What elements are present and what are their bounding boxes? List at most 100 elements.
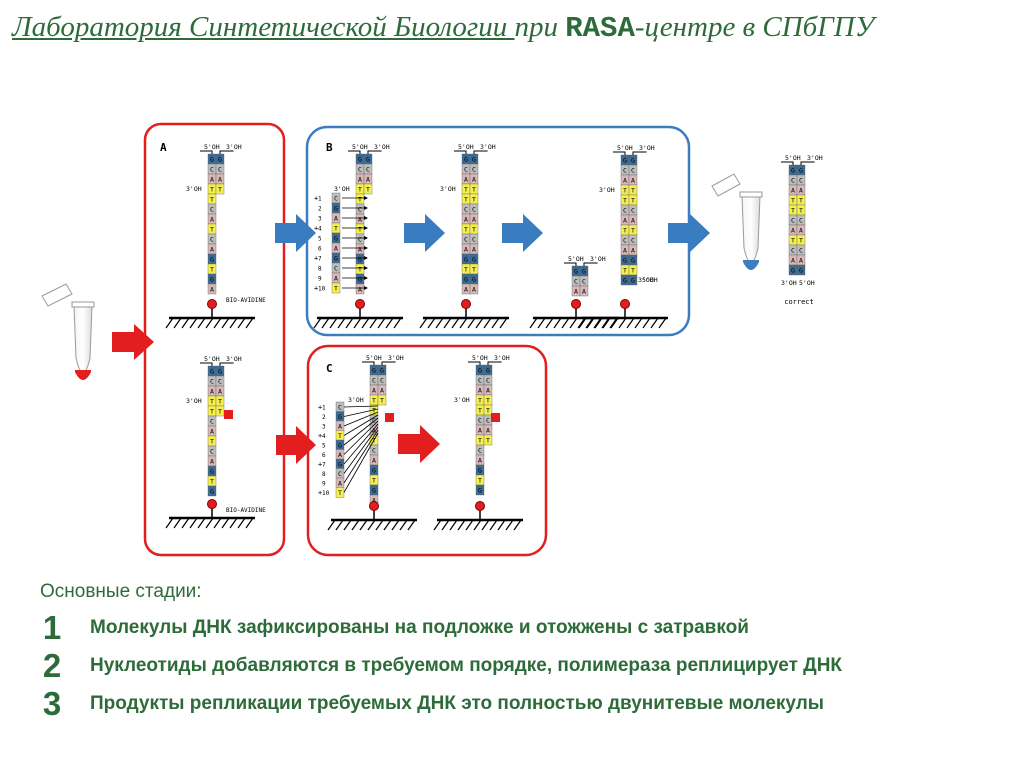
nucleotide-letter: A	[478, 387, 482, 395]
nucleotide-letter: C	[338, 470, 342, 478]
end-5-label: 5'OH	[568, 255, 584, 263]
end-bracket	[800, 161, 815, 165]
primer-end-label: 3'OH	[440, 185, 456, 193]
plus-icon: +	[318, 432, 322, 440]
hatch-line	[601, 317, 610, 329]
nucleotide-letter: T	[478, 407, 482, 415]
nucleotide-letter: T	[380, 397, 384, 405]
hatch-line	[569, 317, 578, 329]
surface-anchor	[578, 299, 668, 329]
nucleotide-letter: A	[791, 257, 795, 265]
hatch-line	[213, 517, 222, 529]
nucleotide	[628, 274, 638, 286]
end-bracket	[487, 361, 502, 365]
nucleotide-letter: T	[218, 186, 222, 194]
anchor-label: BIO-AVIDINE	[226, 507, 266, 514]
end-3-label: 3'OH	[639, 144, 655, 152]
nucleotide-letter: A	[464, 246, 468, 254]
hatch-line	[313, 317, 322, 329]
hatch-line	[391, 519, 400, 531]
primer-number: 7	[322, 462, 326, 469]
nucleotide-letter: A	[799, 257, 803, 265]
nucleotide-letter: T	[623, 187, 627, 195]
nucleotide-letter: G	[218, 368, 222, 376]
nucleotide-letter: G	[464, 256, 468, 264]
hatch-line	[165, 517, 174, 529]
hatch-line	[221, 517, 230, 529]
hatch-line	[321, 317, 330, 329]
nucleotide-letter: T	[358, 196, 362, 204]
nucleotide-letter: T	[218, 398, 222, 406]
nucleotide-letter: T	[631, 267, 635, 275]
nucleotide-letter: C	[486, 377, 490, 385]
nucleotide-letter: T	[218, 408, 222, 416]
nucleotide-letter: A	[210, 388, 214, 396]
nucleotide-letter: T	[472, 196, 476, 204]
arrowhead-icon	[364, 206, 368, 210]
hatch-line	[593, 317, 602, 329]
title-lab-name: Лаборатория Синтетической Биологии	[12, 11, 515, 43]
nucleotide-letter: C	[478, 377, 482, 385]
end-bracket	[583, 262, 598, 266]
nucleotide-letter: C	[631, 237, 635, 245]
nucleotide-letter: T	[631, 227, 635, 235]
nucleotide-letter: G	[623, 277, 627, 285]
nucleotide-letter: C	[791, 177, 795, 185]
bead-icon	[475, 501, 485, 511]
hatch-line	[399, 519, 408, 531]
hatch-line	[221, 317, 230, 329]
mismatch-mark	[224, 410, 233, 419]
primer-end-label: 3'OH	[186, 397, 202, 405]
hatch-line	[443, 317, 452, 329]
stage-number: 1	[42, 609, 62, 646]
panel-b-label: B	[326, 141, 333, 154]
hatch-line	[245, 517, 254, 529]
nucleotide-letter: T	[464, 196, 468, 204]
nucleotide-letter: C	[631, 167, 635, 175]
hatch-line	[427, 317, 436, 329]
nucleotide-letter: G	[358, 156, 362, 164]
nucleotide-letter: G	[464, 156, 468, 164]
primer-number: 8	[322, 471, 326, 478]
nucleotide-letter: A	[623, 247, 627, 255]
bead-icon	[369, 501, 379, 511]
end-3-label: 3'OH	[226, 143, 242, 151]
hatch-line	[173, 517, 182, 529]
nucleotide-letter: C	[582, 278, 586, 286]
hatch-line	[449, 519, 458, 531]
arrow-c-step	[398, 425, 440, 463]
end-5-label: 5'OH	[472, 354, 488, 362]
nucleotide-letter: G	[631, 277, 635, 285]
nucleotide-letter: T	[623, 197, 627, 205]
hatch-line	[205, 517, 214, 529]
nucleotide-letter: C	[799, 247, 803, 255]
nucleotide-letter: C	[472, 236, 476, 244]
mismatch-mark	[385, 413, 394, 422]
arrowhead-icon	[364, 256, 368, 260]
nucleotide-letter: C	[799, 217, 803, 225]
nucleotide-letter: C	[464, 236, 468, 244]
nucleotide-letter: T	[338, 489, 342, 497]
nucleotide-letter: T	[478, 397, 482, 405]
primer-number: 8	[318, 266, 322, 273]
hatch-line	[229, 317, 238, 329]
nucleotide-letter: C	[334, 195, 338, 203]
nucleotide-letter: A	[582, 288, 586, 296]
hatch-line	[609, 317, 618, 329]
nucleotide-letter: A	[623, 217, 627, 225]
nucleotide-letter: C	[210, 448, 214, 456]
nucleotide-letter: A	[334, 245, 338, 253]
nucleotide-letter: A	[472, 246, 476, 254]
plus-icon: +	[318, 461, 322, 469]
nucleotide-letter: A	[358, 216, 362, 224]
nucleotide-letter: T	[464, 266, 468, 274]
mismatch-mark	[491, 413, 500, 422]
nucleotide-letter: T	[210, 266, 214, 274]
nucleotide-letter: A	[218, 388, 222, 396]
nucleotide-letter: G	[210, 368, 214, 376]
